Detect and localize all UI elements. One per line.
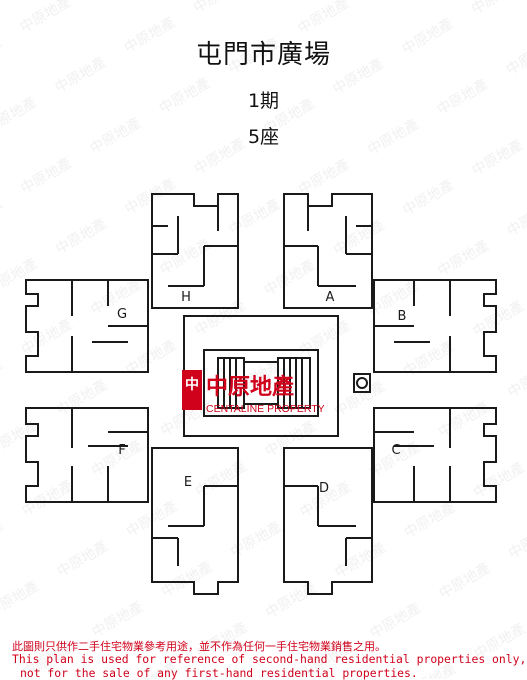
brand-name-cn: 中原地產 xyxy=(206,374,294,400)
floor-plan: H A G B F C E D 中 中原地產 CENTALINE PROPERT… xyxy=(25,193,497,595)
flat-label-a: A xyxy=(326,290,335,305)
flat-a-outline xyxy=(283,193,373,309)
phase-label: 1期 xyxy=(247,90,280,112)
flat-label-e: E xyxy=(184,475,192,490)
flat-label-h: H xyxy=(181,290,191,305)
centaline-logo: 中 中原地產 CENTALINE PROPERTY xyxy=(182,370,325,415)
brand-name-en: CENTALINE PROPERTY xyxy=(206,403,325,415)
flat-f-outline xyxy=(25,407,149,503)
disclaimer-en-line2: not for the sale of any first-hand resid… xyxy=(20,666,418,680)
flat-e-outline xyxy=(151,447,239,595)
flat-label-d: D xyxy=(319,481,329,496)
flat-b-outline xyxy=(373,279,497,373)
block-label: 5座 xyxy=(247,126,280,148)
estate-title: 屯門市廣場 xyxy=(195,40,331,70)
flat-label-c: C xyxy=(391,443,400,458)
flat-label-g: G xyxy=(117,307,127,322)
disclaimer-cn: 此圖則只供作二手住宅物業參考用途，並不作為任何一手住宅物業銷售之用。 xyxy=(12,640,386,653)
disclaimer-en-line1: This plan is used for reference of secon… xyxy=(12,652,527,666)
flat-g-outline xyxy=(25,279,149,373)
logo-mark-text: 中 xyxy=(185,376,199,393)
flat-label-f: F xyxy=(118,443,125,458)
logo-mark-icon xyxy=(182,370,202,410)
flat-h-outline xyxy=(151,193,239,309)
flat-label-b: B xyxy=(398,309,407,324)
flat-d-outline xyxy=(283,447,373,595)
flat-c-outline xyxy=(373,407,497,503)
